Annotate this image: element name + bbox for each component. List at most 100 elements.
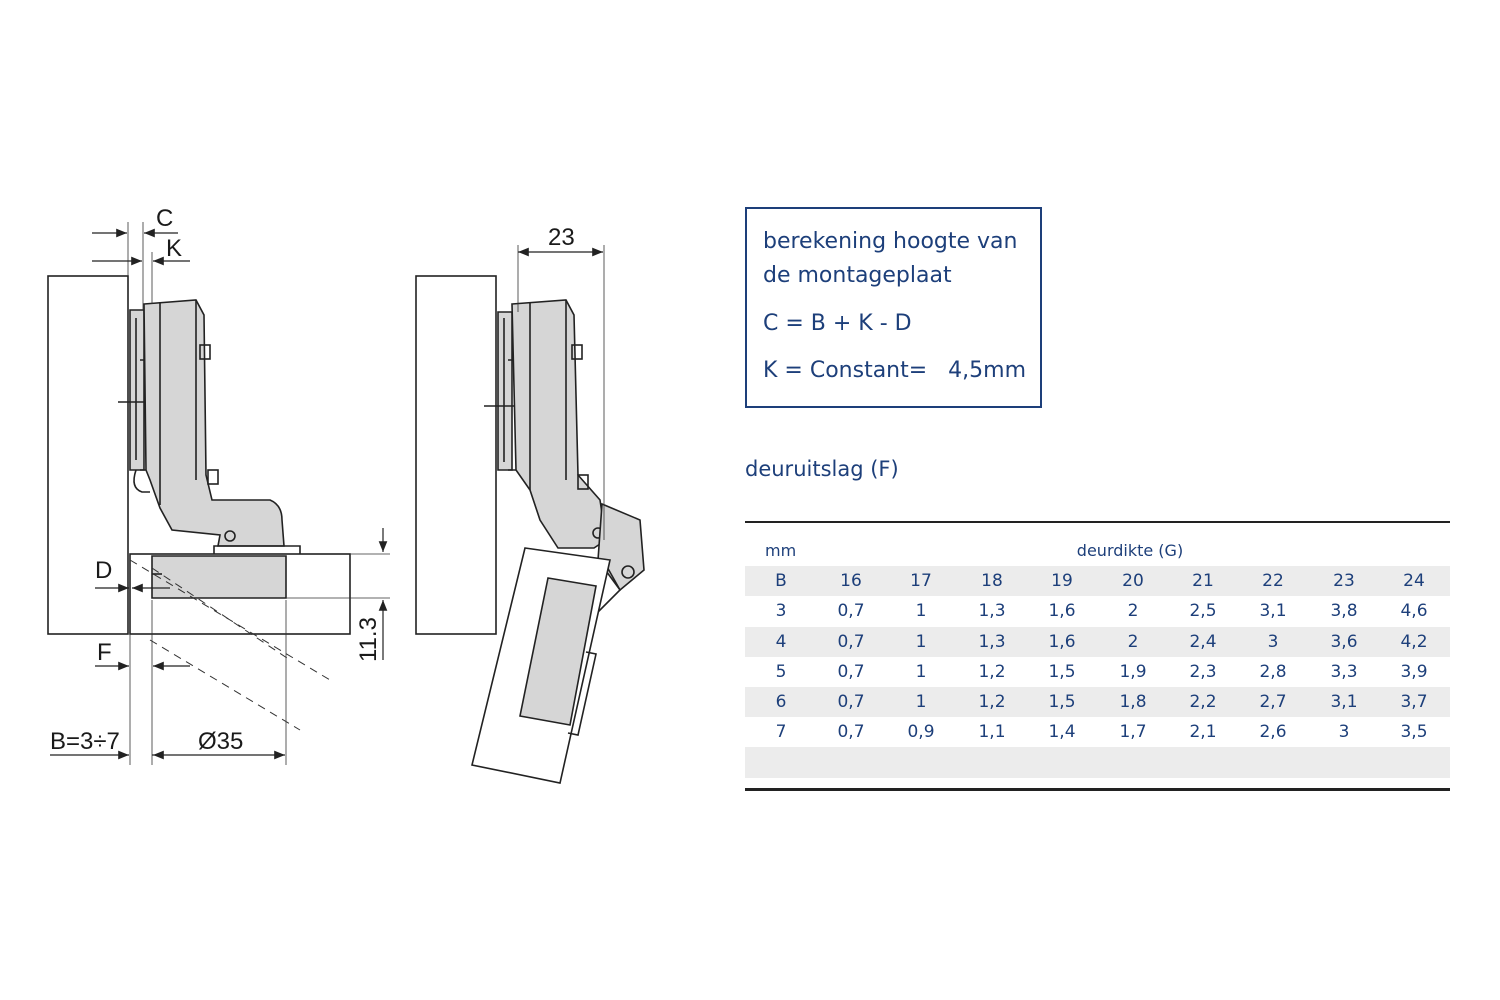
table-cell: 2,5 — [1189, 601, 1217, 622]
door-thickness-label: deurdikte (G) — [1076, 541, 1184, 560]
table-cell: 22 — [1262, 571, 1284, 592]
table-cell: 3,3 — [1330, 661, 1358, 682]
table-cell: 2,3 — [1189, 661, 1217, 682]
table-cell — [1026, 747, 1098, 777]
table-cell: 1,2 — [978, 691, 1006, 712]
table-cell: 24 — [1403, 571, 1425, 592]
table-cell: 20 — [1122, 571, 1144, 592]
table-cell: 1,7 — [1119, 722, 1147, 743]
hinge-cup-open — [519, 577, 597, 726]
dimension-c-k: C K — [92, 205, 190, 266]
table-bottom-rule — [745, 788, 1450, 791]
table-cell: 4,2 — [1400, 631, 1428, 652]
table-cell: 1 — [915, 661, 927, 682]
table-cell: 1,8 — [1119, 691, 1147, 712]
table-top-rule — [745, 521, 1450, 523]
table-cell: 1,1 — [978, 722, 1006, 743]
table-cell: 4,6 — [1400, 601, 1428, 622]
table-cell — [1097, 747, 1169, 777]
label-height: 11.3 — [355, 617, 382, 662]
table-cell — [1237, 747, 1309, 777]
table-cell: 3,6 — [1330, 631, 1358, 652]
table-group-header: mm deurdikte (G) — [745, 536, 1450, 566]
table-cell: 3 — [1267, 631, 1279, 652]
table-cell: 0,7 — [837, 601, 865, 622]
table-cell: 1,9 — [1119, 661, 1147, 682]
label-d: D — [95, 557, 112, 584]
table-cell: 1,5 — [1048, 661, 1076, 682]
dimension-height: 11.3 — [355, 528, 388, 662]
cabinet-side-panel-open — [415, 275, 497, 635]
hinge-cup — [151, 555, 287, 599]
table-cell: 2 — [1127, 631, 1139, 652]
label-bore-diameter: Ø35 — [198, 728, 243, 755]
table-cell — [885, 747, 957, 777]
table-cell: 16 — [840, 571, 862, 592]
table-cell: 23 — [1333, 571, 1355, 592]
table-cell: 0,7 — [837, 691, 865, 712]
hinge-arm-open — [511, 299, 607, 549]
label-b-range: B=3÷7 — [50, 728, 120, 755]
dimension-opening: 23 — [518, 224, 603, 257]
table-cell-b: B — [775, 571, 787, 592]
table-cell: 1 — [915, 691, 927, 712]
label-c: C — [156, 205, 173, 232]
table-cell: 0,9 — [907, 722, 935, 743]
table-cell: 1 — [915, 601, 927, 622]
table-cell: 2,1 — [1189, 722, 1217, 743]
table-row — [745, 747, 1450, 778]
table-cell-b — [745, 747, 817, 777]
table-cell: 3,9 — [1400, 661, 1428, 682]
dimension-f: F — [95, 639, 190, 671]
mounting-plate-height-formula-box: berekening hoogte van de montageplaat C … — [745, 207, 1042, 408]
formula-heading-line1: berekening hoogte van — [763, 229, 1018, 254]
table-cell — [956, 747, 1028, 777]
table-cell: 2,4 — [1189, 631, 1217, 652]
table-cell: 2 — [1127, 601, 1139, 622]
table-cell: 1,4 — [1048, 722, 1076, 743]
table-cell: 1 — [915, 631, 927, 652]
hinge-arm — [143, 299, 285, 547]
formula-heading-line2: de montageplaat — [763, 263, 952, 288]
table-row: 4 0,7 1 1,3 1,6 2 2,4 3 3,6 4,2 — [745, 626, 1450, 657]
table-cell-b: 7 — [775, 722, 787, 743]
table-cell: 19 — [1051, 571, 1073, 592]
formula-c: C = B + K - D — [763, 311, 912, 336]
table-cell: 3,1 — [1259, 601, 1287, 622]
table-cell: 18 — [981, 571, 1003, 592]
table-cell: 3,5 — [1400, 722, 1428, 743]
formula-k-constant: K = Constant= 4,5mm — [763, 358, 1027, 383]
label-k: K — [166, 235, 182, 262]
table-cell: 1,2 — [978, 661, 1006, 682]
table-cell: 2,2 — [1189, 691, 1217, 712]
table-cell — [815, 747, 887, 777]
table-cell: 1,5 — [1048, 691, 1076, 712]
table-cell: 0,7 — [837, 631, 865, 652]
label-f: F — [97, 639, 112, 666]
table-cell: 3,1 — [1330, 691, 1358, 712]
table-title: deuruitslag (F) — [745, 457, 899, 481]
table-cell: 1,6 — [1048, 601, 1076, 622]
table-cell: 17 — [910, 571, 932, 592]
table-cell: 0,7 — [837, 661, 865, 682]
table-cell: 1,3 — [978, 631, 1006, 652]
mounting-plate-open — [497, 311, 513, 471]
table-cell: 3,7 — [1400, 691, 1428, 712]
table-cell-b: 4 — [775, 631, 787, 652]
table-cell: 1,6 — [1048, 631, 1076, 652]
table-cell-b: 3 — [775, 601, 787, 622]
table-cell — [1378, 747, 1450, 777]
table-cell: 3,8 — [1330, 601, 1358, 622]
mounting-plate — [129, 309, 145, 471]
closed-hinge-view — [47, 222, 390, 765]
unit-label: mm — [765, 541, 797, 560]
pivot-pin — [224, 530, 236, 542]
dimension-b-bore: B=3÷7 Ø35 — [50, 728, 285, 760]
